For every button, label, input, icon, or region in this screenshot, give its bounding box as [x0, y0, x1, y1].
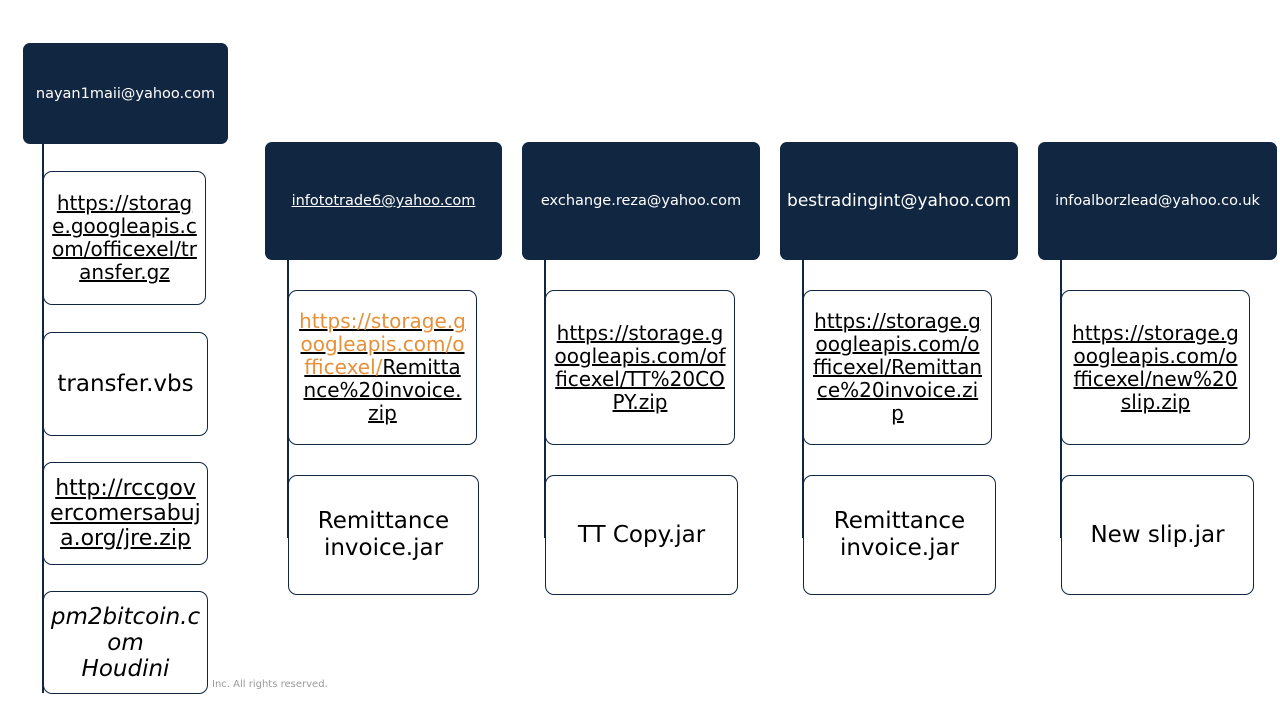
malware-label: Houdini [81, 655, 170, 682]
sender-email-node: bestradingint@yahoo.com [780, 142, 1018, 260]
file-node: New slip.jar [1061, 475, 1254, 595]
sender-email-label[interactable]: infototrade6@yahoo.com [291, 193, 476, 209]
url-link-part[interactable]: https://storage.googleapis.com/officexel… [299, 309, 466, 379]
url-link[interactable]: https://storage.googleapis.com/officexel… [554, 320, 726, 414]
file-label: transfer.vbs [57, 370, 194, 397]
url-link[interactable]: https://storage.googleapis.com/officexel… [52, 191, 197, 284]
copyright-text: Inc. All rights reserved. [212, 679, 328, 690]
url-link-part[interactable]: Remittance%20invoice.zip [303, 355, 462, 425]
url-node: https://storage.googleapis.com/officexel… [43, 171, 206, 305]
sender-email-label: bestradingint@yahoo.com [787, 191, 1011, 211]
domain-node: pm2bitcoin.com Houdini [43, 591, 208, 694]
sender-email-node: infototrade6@yahoo.com [265, 142, 502, 260]
file-label: TT Copy.jar [577, 521, 706, 548]
sender-email-label: nayan1maii@yahoo.com [35, 85, 216, 102]
file-node: TT Copy.jar [545, 475, 738, 595]
file-label: Remittance invoice.jar [317, 508, 450, 561]
url-link[interactable]: https://storage.googleapis.com/officexel… [1072, 320, 1239, 414]
url-node: https://storage.googleapis.com/officexel… [1061, 290, 1250, 445]
sender-email-node: exchange.reza@yahoo.com [522, 142, 760, 260]
file-node: transfer.vbs [43, 332, 208, 436]
sender-email-node: nayan1maii@yahoo.com [23, 43, 228, 144]
url-node: https://storage.googleapis.com/officexel… [545, 290, 735, 445]
url-link[interactable]: https://storage.googleapis.com/officexel… [812, 309, 983, 425]
url-node: https://storage.googleapis.com/officexel… [288, 290, 477, 445]
file-node: Remittance invoice.jar [288, 475, 479, 595]
sender-email-label: infoalborzlead@yahoo.co.uk [1055, 193, 1260, 209]
file-node: Remittance invoice.jar [803, 475, 996, 595]
sender-email-label: exchange.reza@yahoo.com [540, 193, 742, 209]
file-label: New slip.jar [1090, 521, 1225, 548]
domain-label: pm2bitcoin.com [50, 603, 201, 656]
file-label: Remittance invoice.jar [833, 508, 966, 561]
url-link[interactable]: https://storage.googleapis.com/officexel… [299, 310, 466, 425]
url-link[interactable]: http://rccgovercomersabuja.org/jre.zip [50, 476, 201, 551]
url-node: https://storage.googleapis.com/officexel… [803, 290, 992, 445]
sender-email-node: infoalborzlead@yahoo.co.uk [1038, 142, 1277, 260]
url-node: http://rccgovercomersabuja.org/jre.zip [43, 462, 208, 565]
